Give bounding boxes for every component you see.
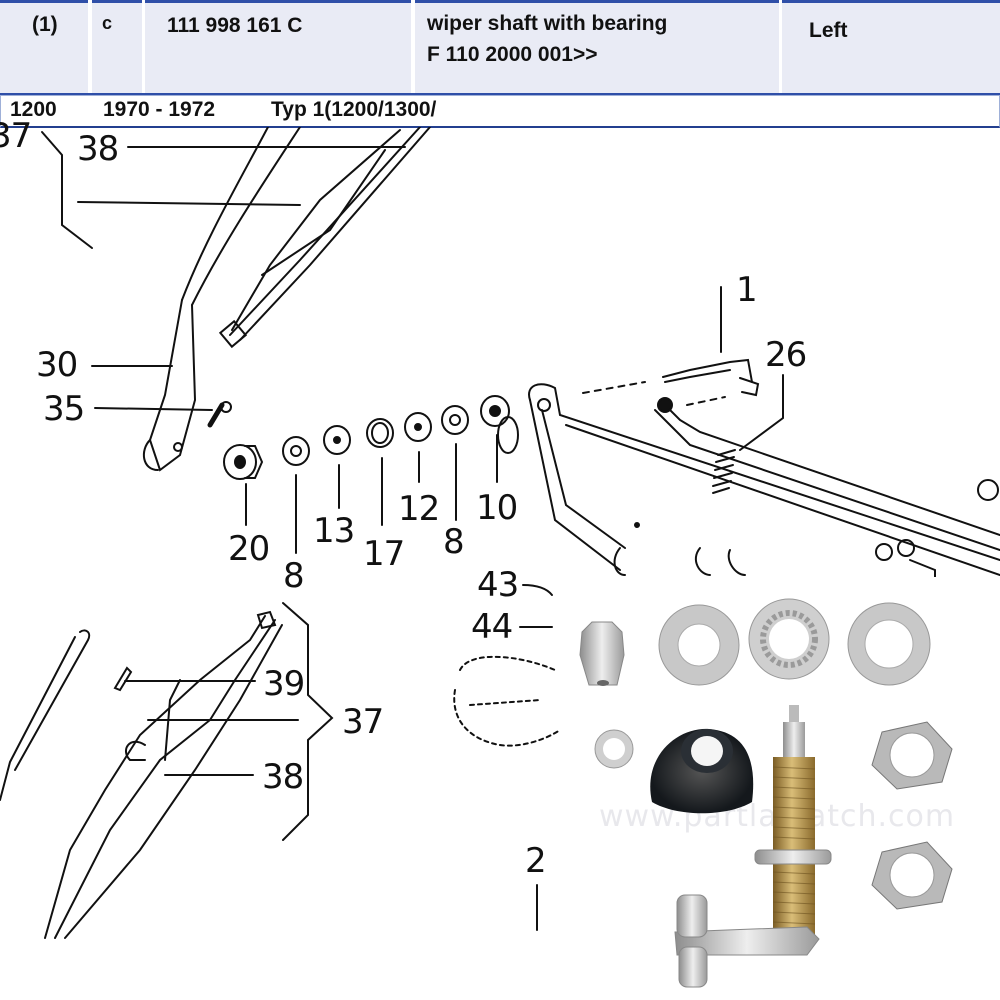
photo-parts xyxy=(579,598,953,988)
column-top-border xyxy=(0,0,88,3)
diagram-linework xyxy=(0,127,1000,939)
wiper-blade-bottom xyxy=(0,610,283,939)
part-number-cell: 111 998 161 C xyxy=(145,3,411,93)
callout-38-top: 38 xyxy=(77,129,119,169)
side-label: Left xyxy=(809,19,848,42)
callout-37-top: 37 xyxy=(0,116,32,156)
callout-35: 35 xyxy=(43,389,85,429)
row-divider xyxy=(0,93,1000,95)
callout-10: 10 xyxy=(476,488,518,528)
description-cell: wiper shaft with bearing F 110 2000 001>… xyxy=(415,3,779,93)
star-lock-washer xyxy=(748,598,830,680)
bracket-37 xyxy=(282,602,334,841)
product-photo: www.partlamatch.com xyxy=(567,577,1000,1000)
callout-30: 30 xyxy=(36,345,78,385)
wiper-blade-top xyxy=(218,127,431,349)
callout-8b: 8 xyxy=(443,522,465,562)
wiper-shaft-photo xyxy=(674,705,832,988)
position-number: (1) xyxy=(32,13,58,36)
callout-12: 12 xyxy=(398,489,440,529)
column-top-border xyxy=(92,0,142,3)
bolt-head-35 xyxy=(220,401,232,413)
bolt-35 xyxy=(207,402,225,428)
leader-35 xyxy=(94,407,213,411)
leader-43 xyxy=(522,584,553,596)
description-line-2: F 110 2000 001>> xyxy=(427,43,598,66)
callout-13: 13 xyxy=(313,511,355,551)
flat-washer-1 xyxy=(658,604,740,686)
callout-44: 44 xyxy=(471,607,513,647)
column-top-border xyxy=(415,0,779,3)
callout-1: 1 xyxy=(736,270,758,310)
exploded-parts-diagram: 37 38 30 35 1 26 20 8 13 17 12 8 10 43 4… xyxy=(0,119,1000,1000)
description-line-1: wiper shaft with bearing xyxy=(427,12,668,35)
hex-nut-2 xyxy=(871,841,953,910)
hardware-row xyxy=(223,395,510,554)
rubber-boot xyxy=(650,728,754,814)
wave-washer xyxy=(594,729,634,769)
model-type: Typ 1(1200/1300/ xyxy=(271,98,437,121)
wiper-frame xyxy=(497,383,1000,578)
dashed-grommet xyxy=(453,655,561,747)
engine-size: 1200 xyxy=(10,98,57,121)
acorn-nut xyxy=(579,621,625,686)
callout-17: 17 xyxy=(363,534,405,574)
callout-38: 38 xyxy=(262,757,304,797)
flat-washer-2 xyxy=(847,602,931,686)
wiper-arm-top xyxy=(142,127,301,472)
callout-43: 43 xyxy=(477,565,519,605)
wiper-shaft-drawing xyxy=(582,286,784,494)
model-years: 1970 - 1972 xyxy=(103,98,216,121)
callout-26: 26 xyxy=(765,335,807,375)
callout-8a: 8 xyxy=(283,556,305,596)
callout-39: 39 xyxy=(263,664,305,704)
callout-2: 2 xyxy=(525,841,547,881)
bracket-37-top xyxy=(41,131,93,249)
side-cell: Left xyxy=(782,3,1000,93)
column-top-border xyxy=(782,0,1000,3)
part-row[interactable]: (1) c 111 998 161 C wiper shaft with bea… xyxy=(0,0,1000,94)
hex-nut-1 xyxy=(871,721,953,790)
part-number[interactable]: 111 998 161 C xyxy=(167,14,303,37)
column-top-border xyxy=(145,0,411,3)
callout-37: 37 xyxy=(342,702,384,742)
model-row[interactable]: 1200 1970 - 1972 Typ 1(1200/1300/ xyxy=(0,95,1000,128)
position-cell: (1) xyxy=(0,3,88,93)
leader-37-top xyxy=(77,201,301,206)
code-letter: c xyxy=(102,13,113,33)
code-cell: c xyxy=(92,3,142,93)
callout-20: 20 xyxy=(228,529,270,569)
